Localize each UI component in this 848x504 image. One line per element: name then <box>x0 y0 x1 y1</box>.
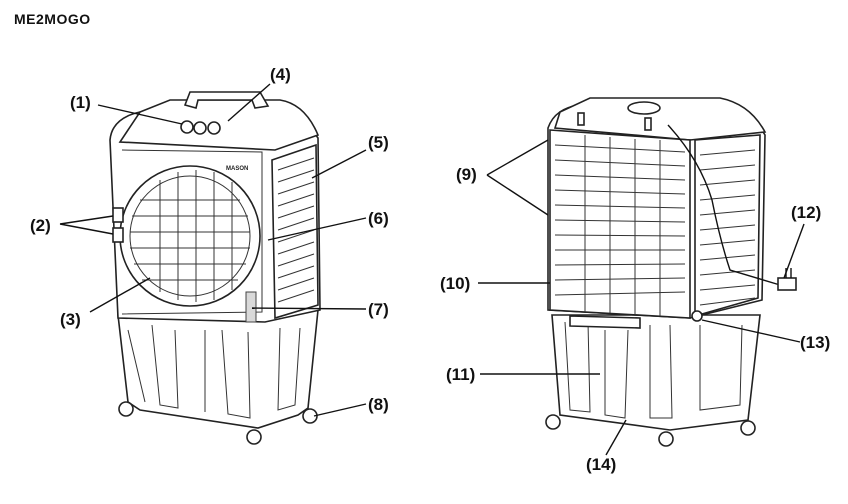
callout-12: (12) <box>791 203 821 222</box>
callout-2: (2) <box>30 216 51 235</box>
rear-cooling-pad <box>549 129 691 319</box>
rear-view <box>545 97 797 447</box>
water-level-window <box>245 291 257 323</box>
front-water-tank <box>117 309 319 429</box>
model-title: ME2MOGO <box>14 11 91 27</box>
rear-wheels <box>545 414 756 447</box>
callout-13: (13) <box>800 333 830 352</box>
control-knobs <box>180 120 221 135</box>
callout-14: (14) <box>586 455 616 474</box>
carry-handle <box>183 91 270 109</box>
front-side-louvers <box>271 143 319 320</box>
pad-clips <box>577 112 652 131</box>
rear-side-louvers <box>694 134 761 318</box>
callout-9: (9) <box>456 165 477 184</box>
fan-grill <box>119 165 261 307</box>
callout-4: (4) <box>270 65 291 84</box>
callout-3: (3) <box>60 310 81 329</box>
callout-labels: (1) (4) (5) (2) (6) (3) (7) (8) (9) (10)… <box>30 65 830 474</box>
rear-water-tank <box>551 314 761 431</box>
callout-1: (1) <box>70 93 91 112</box>
callout-8: (8) <box>368 395 389 414</box>
front-view: MASON <box>109 91 321 445</box>
callout-5: (5) <box>368 133 389 152</box>
power-plug <box>777 277 797 291</box>
front-wheels <box>118 401 318 445</box>
brand-mark: MASON <box>226 166 248 172</box>
callout-10: (10) <box>440 274 470 293</box>
callout-6: (6) <box>368 209 389 228</box>
power-cord <box>667 124 797 291</box>
callout-7: (7) <box>368 300 389 319</box>
side-sockets <box>112 207 124 243</box>
leader-lines <box>59 83 805 456</box>
drain-plug <box>691 310 703 322</box>
callout-11: (11) <box>446 365 475 384</box>
